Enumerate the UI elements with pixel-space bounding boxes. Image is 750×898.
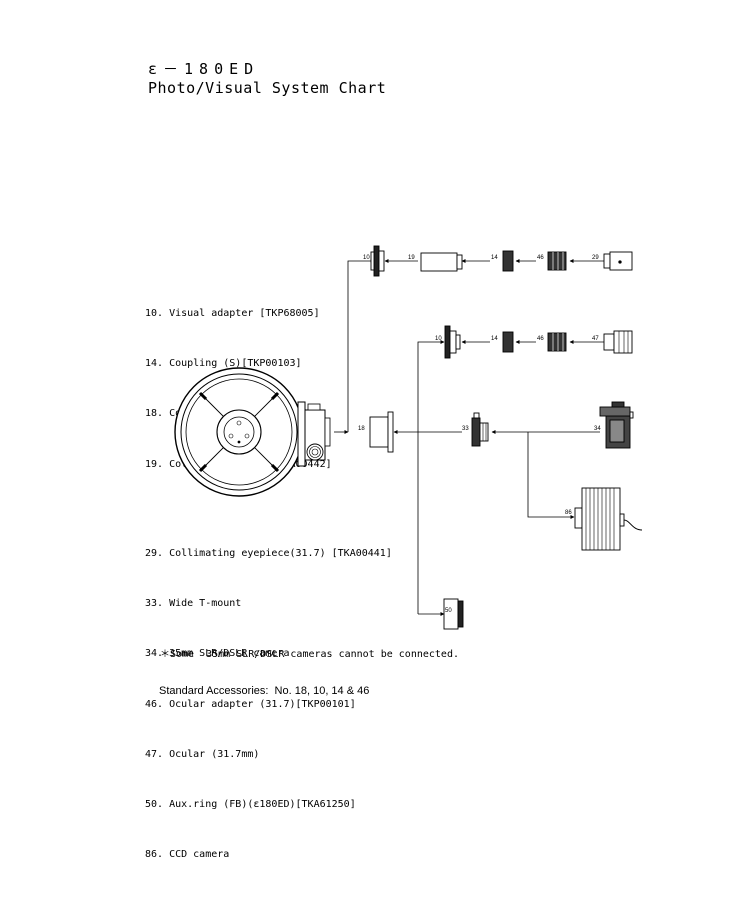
visual-adapter-icon-2: 10 (435, 325, 461, 359)
compatibility-note: ＊Some 35mm SLR/DSLR cameras cannot be co… (160, 649, 459, 660)
corrector-lens-icon: 18 (358, 411, 394, 453)
diagram-canvas: 18 10 19 14 46 29 (174, 245, 643, 630)
label-18: 18 (358, 426, 365, 432)
label-86: 86 (565, 510, 572, 516)
collimating-tube-icon: 19 (408, 252, 463, 272)
coupling-icon: 14 (491, 250, 514, 272)
aux-ring-icon: 50 (443, 598, 464, 630)
label-34: 34 (594, 426, 601, 432)
ccd-camera-icon: 86 (565, 487, 643, 551)
wide-t-mount-icon: 33 (462, 412, 489, 447)
legend-item: 86. CCD camera (145, 849, 230, 861)
ocular-adapter-icon: 46 (537, 251, 567, 271)
chart-title: Photo/Visual System Chart (148, 79, 387, 97)
legend-item: 29. Collimating eyepiece(31.7) [TKA00441… (145, 548, 392, 559)
label-29: 29 (592, 255, 599, 261)
label-50: 50 (445, 608, 452, 614)
label-10: 10 (363, 255, 370, 261)
legend-item: 33. Wide T-mount (145, 598, 242, 610)
label-14: 14 (491, 255, 498, 261)
legend-item: 50. Aux.ring (FB)(ε180ED)[TKA61250] (145, 799, 356, 811)
ocular-adapter-icon-2: 46 (537, 332, 567, 352)
legend-item: 34. 35mm SLR/DSLR camera (145, 648, 290, 660)
label-19: 19 (408, 255, 415, 261)
slr-camera-icon: 34 (594, 401, 634, 449)
standard-accessories: Standard Accessories: No. 18, 10, 14 & 4… (159, 685, 370, 697)
legend-item: 14. Coupling (S)[TKP00103] (145, 358, 302, 370)
label-14: 14 (491, 336, 498, 342)
collimating-eyepiece-icon: 29 (592, 251, 633, 271)
label-47: 47 (592, 336, 599, 342)
label-46: 46 (537, 336, 544, 342)
label-46: 46 (537, 255, 544, 261)
label-33: 33 (462, 426, 469, 432)
coupling-icon-2: 14 (491, 331, 514, 353)
legend-item: 10. Visual adapter [TKP68005] (145, 308, 320, 319)
legend-item: 46. Ocular adapter (31.7)[TKP00101] (145, 698, 356, 710)
telescope-icon (174, 367, 331, 497)
ocular-icon: 47 (592, 330, 633, 354)
system-chart: ε－180ED Photo/Visual System Chart 10. Vi… (145, 60, 643, 860)
chart-title-model: ε－180ED (148, 60, 260, 78)
connection-lines (334, 259, 604, 616)
visual-adapter-icon: 10 (363, 245, 385, 277)
label-10: 10 (435, 336, 442, 342)
